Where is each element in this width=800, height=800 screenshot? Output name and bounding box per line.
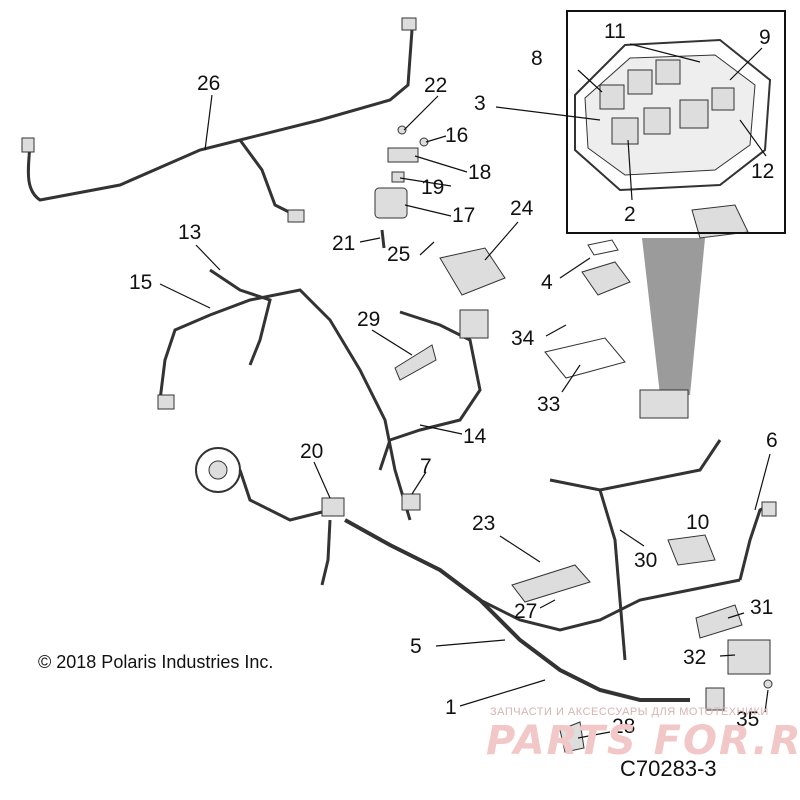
main-harness-5 bbox=[479, 578, 741, 632]
inset-projection-cone bbox=[642, 238, 705, 395]
callout-8: 8 bbox=[531, 47, 543, 70]
module-4 bbox=[581, 261, 631, 296]
connector-20 bbox=[321, 497, 345, 517]
harness-14 bbox=[378, 310, 482, 471]
plate-10 bbox=[667, 534, 716, 566]
callout-21: 21 bbox=[332, 232, 356, 255]
callout-13: 13 bbox=[178, 221, 202, 244]
callout-1: 1 bbox=[445, 696, 457, 719]
callout-32: 32 bbox=[683, 646, 707, 669]
screw-22 bbox=[397, 125, 407, 135]
callout-10: 10 bbox=[686, 511, 710, 534]
bracket-29 bbox=[394, 344, 437, 381]
clip-19 bbox=[391, 171, 405, 183]
callout-22: 22 bbox=[424, 74, 448, 97]
callout-9: 9 bbox=[759, 26, 771, 49]
harness-upper-drop bbox=[598, 489, 627, 661]
callout-3: 3 bbox=[474, 92, 486, 115]
harness-upper-main bbox=[549, 439, 722, 492]
callout-30: 30 bbox=[634, 549, 658, 572]
callout-23: 23 bbox=[472, 512, 496, 535]
callout-26: 26 bbox=[197, 72, 221, 95]
callout-7: 7 bbox=[420, 455, 432, 478]
callout-14: 14 bbox=[463, 425, 487, 448]
bracket-31 bbox=[695, 604, 743, 639]
callout-34: 34 bbox=[511, 327, 535, 350]
connector-26-b bbox=[21, 137, 35, 153]
callout-19: 19 bbox=[421, 176, 445, 199]
harness-15 bbox=[158, 288, 412, 521]
connector-lower bbox=[705, 687, 725, 711]
fuse-box bbox=[639, 389, 689, 419]
bracket-18 bbox=[387, 147, 419, 163]
plate-33 bbox=[544, 337, 626, 379]
harness-26-branch bbox=[238, 139, 296, 217]
callout-29: 29 bbox=[357, 308, 381, 331]
connector-26-c bbox=[287, 209, 305, 223]
ecu-24 bbox=[439, 247, 506, 296]
callout-2: 2 bbox=[624, 203, 636, 226]
diagram-code: C70283-3 bbox=[620, 756, 717, 781]
connector-7 bbox=[401, 493, 421, 511]
callout-27: 27 bbox=[514, 600, 538, 623]
callout-33: 33 bbox=[537, 393, 561, 416]
callout-28: 28 bbox=[612, 715, 636, 738]
callout-18: 18 bbox=[468, 161, 492, 184]
callout-5: 5 bbox=[410, 635, 422, 658]
watermark-brand: PARTS FOR.RU bbox=[486, 718, 800, 764]
pin-21 bbox=[380, 229, 386, 249]
callout-6: 6 bbox=[766, 429, 778, 452]
harness-26 bbox=[26, 29, 414, 202]
callout-20: 20 bbox=[300, 440, 324, 463]
callout-17: 17 bbox=[452, 204, 476, 227]
inset-frame bbox=[566, 10, 786, 234]
leader-lines bbox=[159, 94, 771, 739]
bracket-28 bbox=[559, 721, 585, 753]
callout-12: 12 bbox=[751, 160, 775, 183]
label-4 bbox=[587, 239, 619, 256]
callout-4: 4 bbox=[541, 271, 553, 294]
callout-11: 11 bbox=[604, 20, 626, 43]
connector-15 bbox=[157, 394, 175, 410]
callout-16: 16 bbox=[445, 124, 469, 147]
block-23 bbox=[511, 564, 591, 603]
regulator-32 bbox=[727, 639, 771, 675]
stator-hub bbox=[208, 460, 228, 480]
nut-35 bbox=[763, 679, 773, 689]
copyright-notice: © 2018 Polaris Industries Inc. bbox=[38, 652, 274, 672]
inset-fuse-box bbox=[495, 38, 772, 201]
callout-25: 25 bbox=[387, 243, 411, 266]
relay-17 bbox=[374, 187, 408, 219]
callout-15: 15 bbox=[129, 271, 153, 294]
stator-lead bbox=[238, 469, 331, 522]
connector-6 bbox=[761, 501, 777, 517]
connector-26-a bbox=[401, 17, 417, 31]
callout-35: 35 bbox=[736, 708, 760, 731]
callout-24: 24 bbox=[510, 197, 534, 220]
harness-13 bbox=[209, 268, 272, 366]
callout-31: 31 bbox=[750, 596, 774, 619]
connector-14 bbox=[459, 309, 489, 339]
lead-20 bbox=[320, 519, 332, 586]
main-harness-1 bbox=[344, 518, 690, 702]
watermark-tagline: ЗАПЧАСТИ И АКСЕССУАРЫ ДЛЯ МОТОТЕХНИКИ bbox=[490, 706, 769, 718]
